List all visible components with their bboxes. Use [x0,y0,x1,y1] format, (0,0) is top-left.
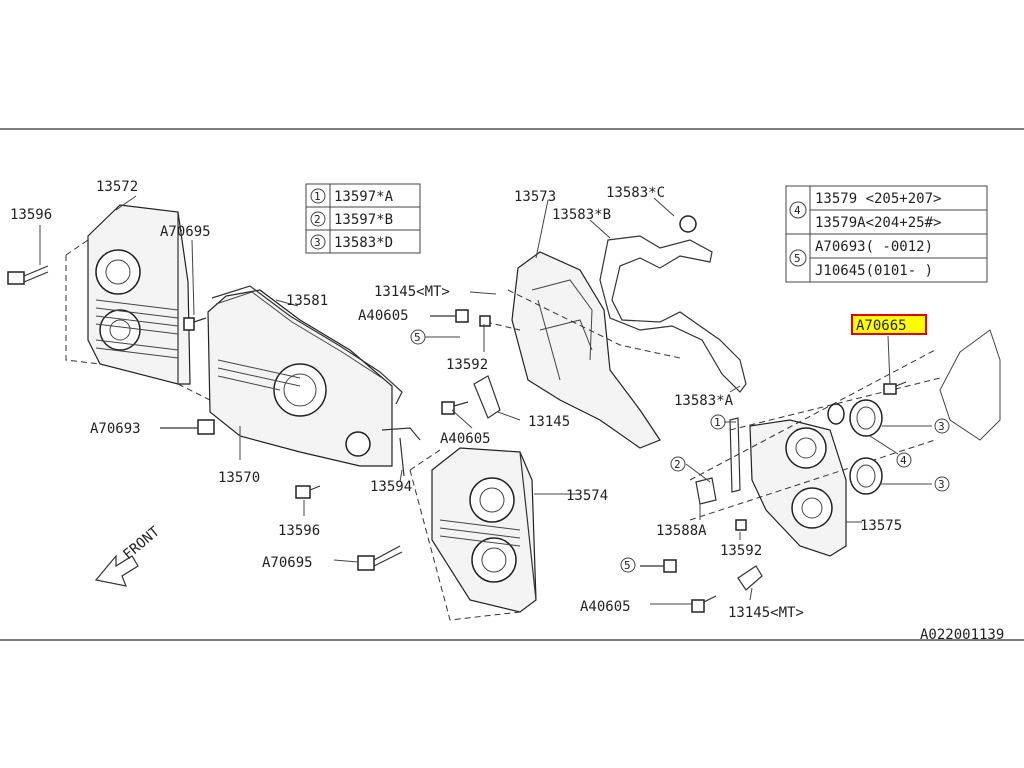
seal-ring-icon[interactable] [827,399,883,495]
bolt-13596-lower-icon[interactable] [295,485,321,499]
svg-text:5: 5 [414,331,421,344]
bolt-a70665-icon[interactable] [883,381,907,395]
part-label[interactable]: 13583*C [606,185,665,201]
highlight-box [851,314,927,335]
legend-text: J10645(0101- ) [815,263,933,279]
part-label[interactable]: 13592 [720,543,762,559]
legend-left: 1 2 3 13597*A 13597*B 13583*D [305,183,421,254]
part-13570-inner-cover[interactable] [207,289,393,467]
engine-block-outline [939,329,1001,441]
bolt-13592-lower-icon[interactable] [735,519,747,531]
callout-3: 3 [934,418,950,434]
legend-text: 13579 <205+207> [815,191,941,207]
guide-line [485,289,681,359]
diagram-id: A022001139 [920,627,1004,643]
part-label[interactable]: 13573 [514,189,556,205]
part-13145-lower-strip[interactable] [737,565,763,591]
legend-text: 13597*A [334,189,394,205]
callout-2: 2 [670,456,686,472]
guide-line [689,349,941,521]
part-13575-cover[interactable] [749,419,847,557]
svg-text:3: 3 [938,420,945,433]
part-label[interactable]: 13145<MT> [728,605,804,621]
part-label[interactable]: 13572 [96,179,138,195]
callout-1: 1 [710,414,726,430]
part-label[interactable]: A40605 [440,431,491,447]
part-13581-gasket[interactable] [211,285,403,405]
callout-4: 4 [896,452,912,468]
bolt-a40605-lower-icon[interactable] [691,595,717,613]
part-label[interactable]: 13592 [446,357,488,373]
part-label[interactable]: 13575 [860,518,902,534]
front-label: FRONT [120,523,163,563]
guide-line [409,449,521,621]
bolt-13596-icon[interactable] [7,265,49,285]
part-label[interactable]: A40605 [580,599,631,615]
legend-text: 13597*B [334,212,393,228]
part-label[interactable]: 13596 [278,523,320,539]
callout-5: 5 [620,557,636,573]
part-13572-cover[interactable] [87,204,191,385]
part-13574-cover[interactable] [431,447,537,613]
callout-5: 5 [410,329,460,345]
legend-num: 1 [314,190,321,203]
svg-text:4: 4 [900,454,907,467]
bolt-a40605-icon[interactable] [430,309,469,323]
legend-text: 13583*D [334,235,393,251]
part-label[interactable]: A70695 [160,224,211,240]
part-label[interactable]: 13594 [370,479,412,495]
svg-text:1: 1 [714,416,721,429]
legend-num: 4 [794,204,801,217]
part-13594-bracket[interactable] [381,427,421,477]
bolt-13592-icon[interactable] [479,315,491,327]
part-label[interactable]: 13145<MT> [374,284,450,300]
part-13597a-gasket[interactable] [729,417,741,493]
legend-text: 13579A<204+25#> [815,215,941,231]
bolt-a40605-mid-icon[interactable] [441,401,469,415]
svg-text:2: 2 [674,458,681,471]
part-label[interactable]: 13581 [286,293,328,309]
legend-text: A70693( -0012) [815,239,933,255]
part-label[interactable]: A70695 [262,555,313,571]
part-label[interactable]: A40605 [358,308,409,324]
legend-num: 2 [314,213,321,226]
front-arrow-icon [94,554,139,587]
legend-num: 5 [794,252,801,265]
part-label[interactable]: 13596 [10,207,52,223]
legend-num: 3 [314,236,321,249]
part-label[interactable]: 13588A [656,523,707,539]
svg-text:3: 3 [938,478,945,491]
part-label[interactable]: 13583*B [552,207,611,223]
callout-3: 3 [934,476,950,492]
part-13145-strip[interactable] [473,375,501,419]
bolt-a70695-icon[interactable] [183,317,207,331]
part-13588a-bracket[interactable] [695,477,717,505]
bolt-a70695-lower-icon[interactable] [357,545,403,571]
part-label[interactable]: 13570 [218,470,260,486]
part-label[interactable]: 13583*A [674,393,734,409]
part-label[interactable]: A70693 [90,421,141,437]
part-label[interactable]: 13145 [528,414,570,430]
part-label[interactable]: 13574 [566,488,608,504]
part-13583-gasket-set[interactable] [599,215,747,393]
svg-text:5: 5 [624,559,631,572]
bolt-a70693-icon[interactable] [160,419,215,435]
guide-line [65,239,211,401]
leader-lines [115,195,932,605]
part-label-a70665-highlighted[interactable]: A70665 [856,318,907,334]
legend-right: 4 5 13579 <205+207> 13579A<204+25#> A706… [785,185,988,283]
part-13573-cover[interactable] [511,251,661,449]
bolt-5-lower-icon[interactable] [640,559,677,573]
